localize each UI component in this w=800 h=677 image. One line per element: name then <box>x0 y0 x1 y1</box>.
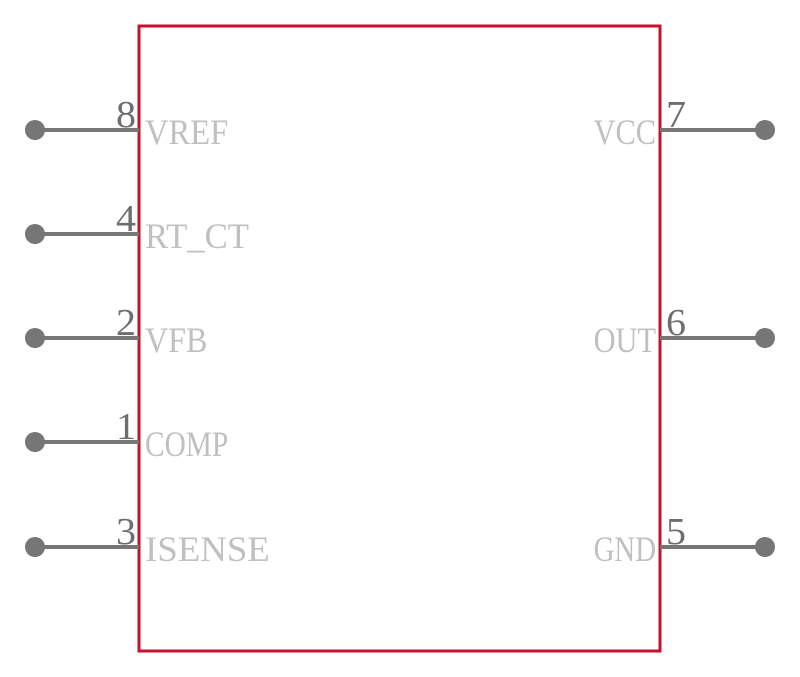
pin-name: OUT <box>594 320 656 360</box>
pin-endpoint-dot <box>25 224 45 244</box>
pin-endpoint-dot <box>25 120 45 140</box>
pin-name: VREF <box>145 112 228 152</box>
pin-number: 6 <box>666 302 686 344</box>
pin-name: ISENSE <box>145 529 270 569</box>
pin-endpoint-dot <box>755 120 775 140</box>
pin-endpoint-dot <box>25 537 45 557</box>
pin-endpoint-dot <box>755 328 775 348</box>
pin-number: 1 <box>116 406 136 448</box>
pin-endpoint-dot <box>755 537 775 557</box>
pin-number: 7 <box>666 94 686 136</box>
pin-name: VCC <box>594 112 656 152</box>
pin-number: 5 <box>666 511 686 553</box>
pin-number: 8 <box>116 94 136 136</box>
pin-endpoint-dot <box>25 432 45 452</box>
pin-name: VFB <box>145 320 207 360</box>
pin-name: COMP <box>145 424 228 464</box>
pin-number: 2 <box>116 302 136 344</box>
pin-endpoint-dot <box>25 328 45 348</box>
pin-name: RT_CT <box>145 216 249 256</box>
pin-number: 3 <box>116 511 136 553</box>
pin-number: 4 <box>116 198 136 240</box>
pin-name: GND <box>594 529 656 569</box>
